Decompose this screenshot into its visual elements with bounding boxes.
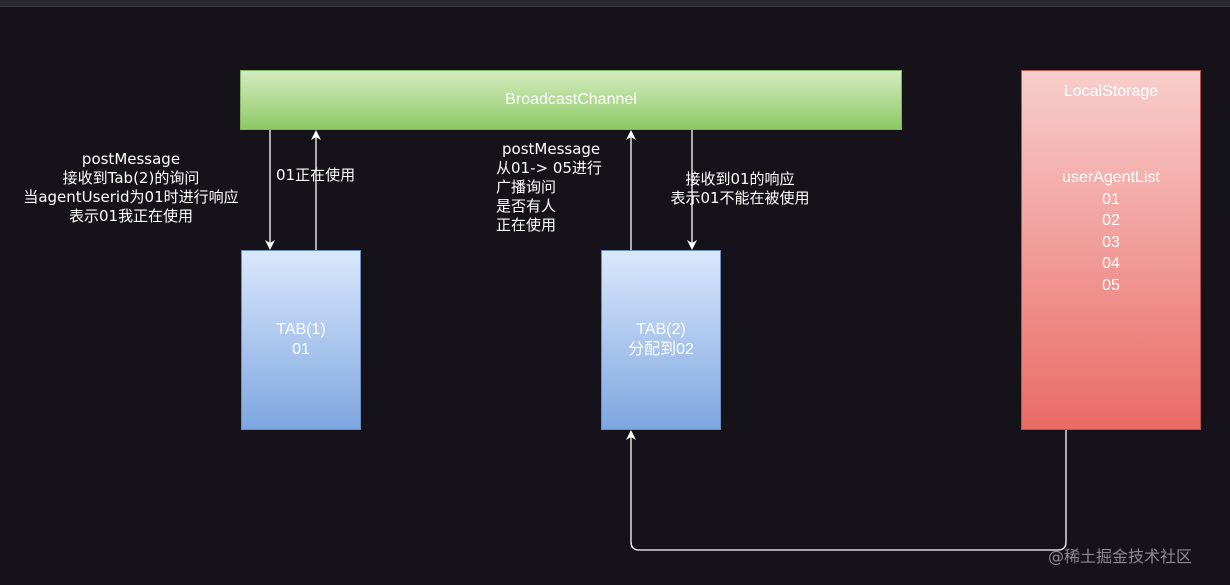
broadcast-channel-label: BroadcastChannel <box>505 91 637 108</box>
list-item: 02 <box>1102 212 1120 229</box>
label-line: postMessage <box>502 140 601 158</box>
watermark: @稀土掘金技术社区 <box>1048 547 1193 566</box>
tab1-receive-label: postMessage 接收到Tab(2)的询问 当agentUserid为01… <box>4 150 258 226</box>
arrow-storage-to-tab2 <box>626 430 1067 551</box>
tab2-title: TAB(2) <box>636 321 686 338</box>
user-agent-list: userAgentList 01 02 03 04 05 <box>1062 167 1160 296</box>
tab2-node: TAB(2) 分配到02 <box>601 250 721 430</box>
label-line: 从01-> 05进行 <box>496 159 602 177</box>
label-line: 表示01不能在被使用 <box>670 189 810 207</box>
label-line: 广播询问 <box>496 178 557 196</box>
label-line: 接收到Tab(2)的询问 <box>62 169 200 187</box>
tab2-sub: 分配到02 <box>628 341 694 358</box>
label-line: postMessage <box>81 150 181 168</box>
tab1-node: TAB(1) 01 <box>241 250 361 430</box>
tab1-send-label: 01正在使用 <box>276 166 356 184</box>
list-item: 01 <box>1102 190 1120 208</box>
label-line: 表示01我正在使用 <box>68 207 194 225</box>
window-top-bar <box>0 0 1230 7</box>
label-line: 正在使用 <box>496 216 557 234</box>
label-line: 是否有人 <box>496 197 557 215</box>
broadcast-channel-node: BroadcastChannel <box>240 70 902 130</box>
tab1-title: TAB(1) <box>276 321 326 338</box>
tab2-post-label: postMessage 从01-> 05进行 广播询问 是否有人 正在使用 <box>496 140 602 235</box>
local-storage-node: LocalStorage userAgentList 01 02 03 04 0… <box>1021 70 1201 430</box>
label-line: 当agentUserid为01时进行响应 <box>23 188 239 206</box>
tab1-id: 01 <box>292 341 310 358</box>
list-item: 04 <box>1102 255 1120 272</box>
label-line: 接收到01的响应 <box>685 170 795 188</box>
tab2-receive-label: 接收到01的响应 表示01不能在被使用 <box>652 170 828 208</box>
list-item: 03 <box>1102 233 1120 251</box>
list-item: 05 <box>1102 276 1120 294</box>
local-storage-title: LocalStorage <box>1063 83 1159 100</box>
user-agent-list-title: userAgentList <box>1062 169 1160 186</box>
